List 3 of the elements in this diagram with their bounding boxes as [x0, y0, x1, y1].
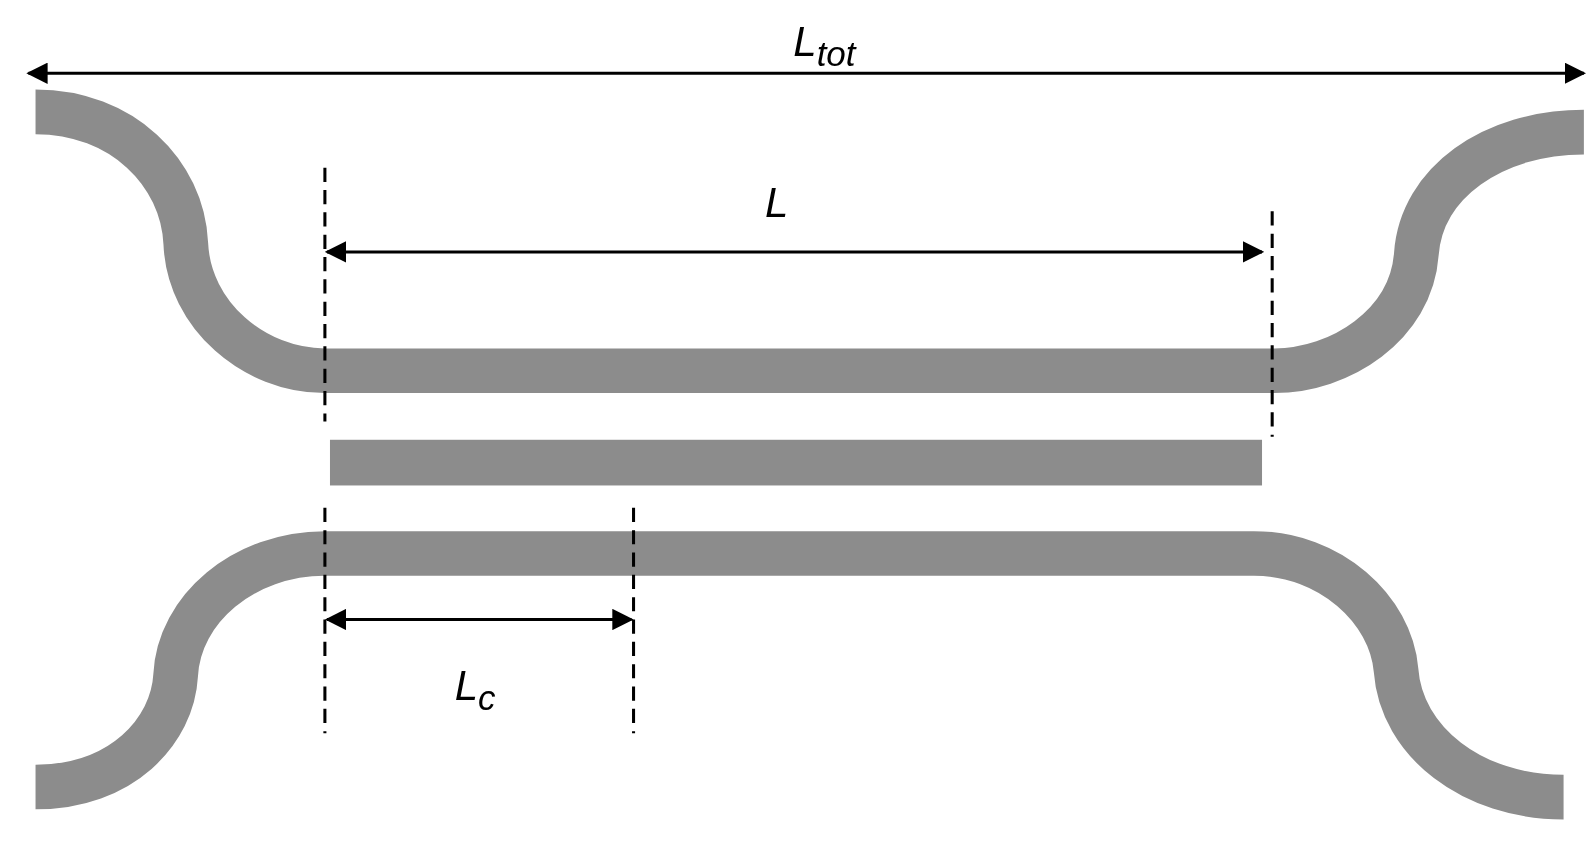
- dimension-label: L: [765, 182, 789, 225]
- dimension-label: L$_{tot}$: [793, 21, 856, 71]
- dimension-label: L$_{c}$: [454, 665, 496, 716]
